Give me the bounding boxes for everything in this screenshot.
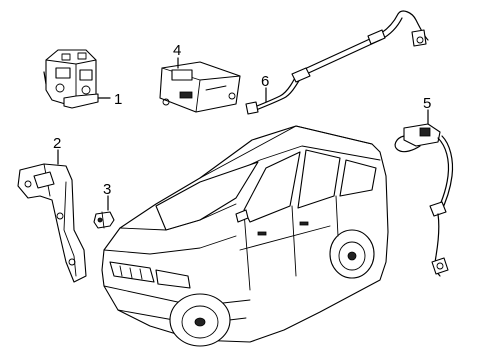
callout-6: 6	[261, 73, 269, 90]
callout-1: 1	[114, 91, 122, 108]
callout-4: 4	[173, 42, 181, 59]
callout-5: 5	[423, 95, 431, 112]
abs-actuator-part	[43, 49, 99, 109]
bracket-part	[17, 163, 87, 283]
control-module-part	[159, 61, 241, 113]
callout-2: 2	[53, 135, 61, 152]
suv-vehicle-outline	[101, 125, 389, 347]
sensor-harness-part	[245, 10, 429, 115]
rear-sensor-harness-part	[394, 123, 454, 277]
sensor-bolt-part	[93, 211, 115, 229]
callout-3: 3	[103, 181, 111, 198]
